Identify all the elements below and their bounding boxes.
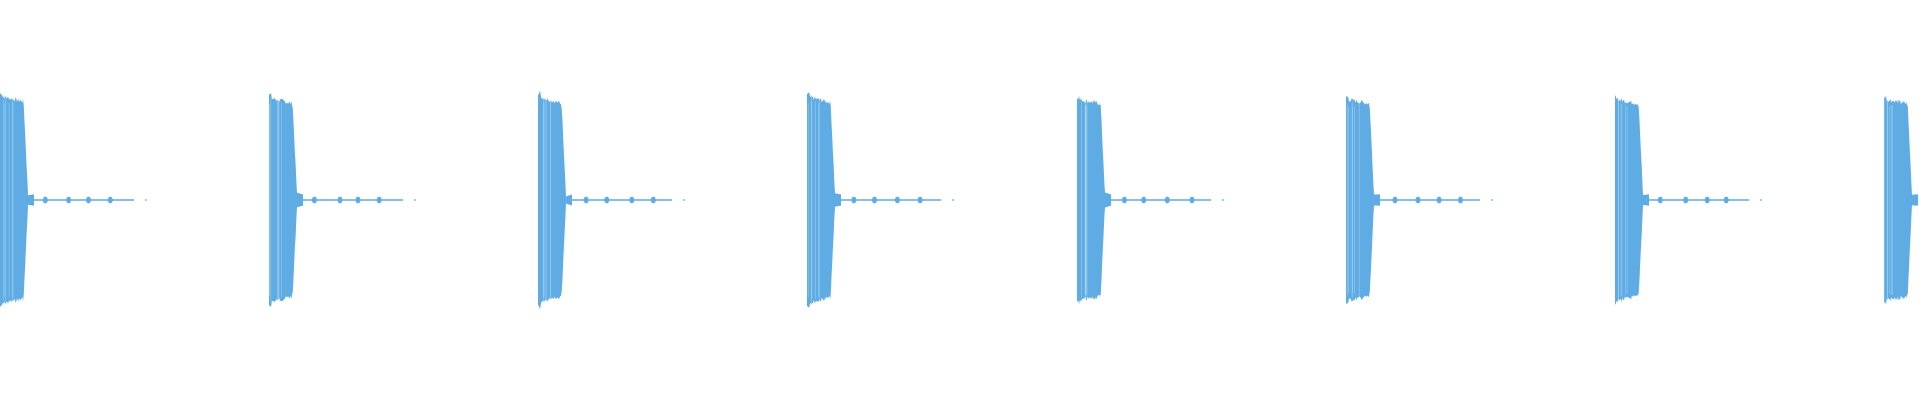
waveform-tail-blip xyxy=(851,196,857,204)
waveform-tail-blip xyxy=(650,196,656,204)
waveform-burst-2 xyxy=(269,92,303,308)
waveform-burst-6 xyxy=(1346,95,1380,305)
waveform-tail-blip xyxy=(1415,196,1421,204)
waveform-tail-blip xyxy=(1141,196,1147,204)
waveform-tail-blip xyxy=(1164,196,1170,204)
waveform-tail-end xyxy=(414,199,416,201)
waveform-tail-blip xyxy=(1458,196,1463,204)
waveform-burst-4 xyxy=(807,92,841,308)
waveform-burst-7 xyxy=(1615,95,1649,305)
waveform-tail-blip xyxy=(355,196,361,204)
waveform-bursts xyxy=(0,91,1918,309)
waveform-tail-blip xyxy=(1723,196,1729,204)
waveform-tail-blip xyxy=(107,196,113,204)
waveform-burst-5 xyxy=(1077,95,1111,305)
waveform-tail-blip xyxy=(872,196,877,204)
waveform-tail-blip xyxy=(1436,196,1442,204)
waveform-tail-end xyxy=(1491,199,1493,201)
waveform-tail-blip xyxy=(311,196,317,204)
waveform-tail-blip xyxy=(337,196,343,204)
waveform-tail-blip xyxy=(1392,196,1398,204)
waveform-tail-blip xyxy=(376,196,382,204)
waveform-tail-end xyxy=(1222,199,1224,201)
waveform-tail-end xyxy=(952,199,954,201)
waveform-tail-blip xyxy=(42,196,48,204)
waveform-tail-blip xyxy=(917,196,923,204)
waveform-tail-blip xyxy=(629,196,635,204)
waveform-tail-end xyxy=(1760,199,1762,201)
waveform-tail-blip xyxy=(1121,196,1127,204)
waveform-burst-3 xyxy=(538,91,572,309)
waveform-tail-blip xyxy=(1704,196,1710,204)
waveform-tail-blip xyxy=(1189,196,1195,204)
waveform-burst-1 xyxy=(0,93,34,307)
waveform-tail-blip xyxy=(604,196,610,204)
waveform-tail-end xyxy=(683,199,685,201)
waveform-tail-blip xyxy=(1657,196,1663,204)
waveform-tail-blip xyxy=(1683,196,1689,204)
waveform-tail-blip xyxy=(894,196,900,204)
waveform-tail-blip xyxy=(583,196,589,204)
waveform-burst-8 xyxy=(1884,95,1918,305)
waveform-tail-end xyxy=(145,199,147,201)
waveform-tail-blip xyxy=(86,196,91,204)
waveform-tail-blip xyxy=(66,196,72,204)
